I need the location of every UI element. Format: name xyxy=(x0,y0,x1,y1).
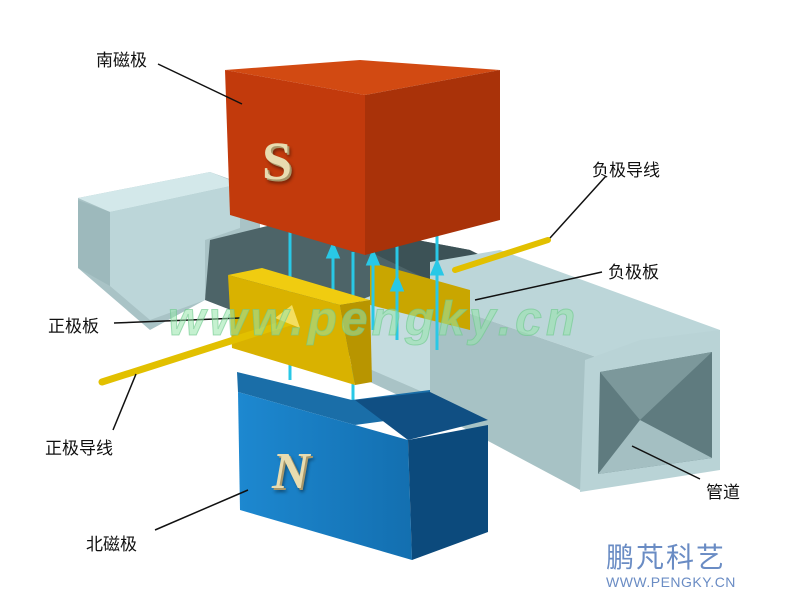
north-magnet xyxy=(237,372,488,560)
south-pole-letter: S xyxy=(262,131,293,191)
north-pole-letter: N xyxy=(272,443,310,500)
positive-lead-label: 正极导线 xyxy=(45,439,113,459)
positive-plate xyxy=(228,268,372,385)
pipe-label: 管道 xyxy=(706,483,740,503)
brand-url: WWW.PENGKY.CN xyxy=(606,574,736,590)
negative-plate-label: 负极板 xyxy=(608,263,659,283)
south-magnet xyxy=(225,60,500,255)
positive-lead-wire xyxy=(98,318,294,386)
negative-lead-label: 负极导线 xyxy=(592,161,660,181)
brand-logo: 鹏芃科艺 WWW.PENGKY.CN xyxy=(606,536,736,590)
negative-lead-wire xyxy=(452,237,551,273)
north-pole-label: 北磁极 xyxy=(86,535,137,555)
south-pole-label: 南磁极 xyxy=(96,51,147,71)
positive-plate-label: 正极板 xyxy=(48,317,99,337)
brand-name: 鹏芃科艺 xyxy=(606,541,727,574)
leader-lines xyxy=(112,63,701,531)
watermark: www.pengky.cn xyxy=(167,293,580,347)
